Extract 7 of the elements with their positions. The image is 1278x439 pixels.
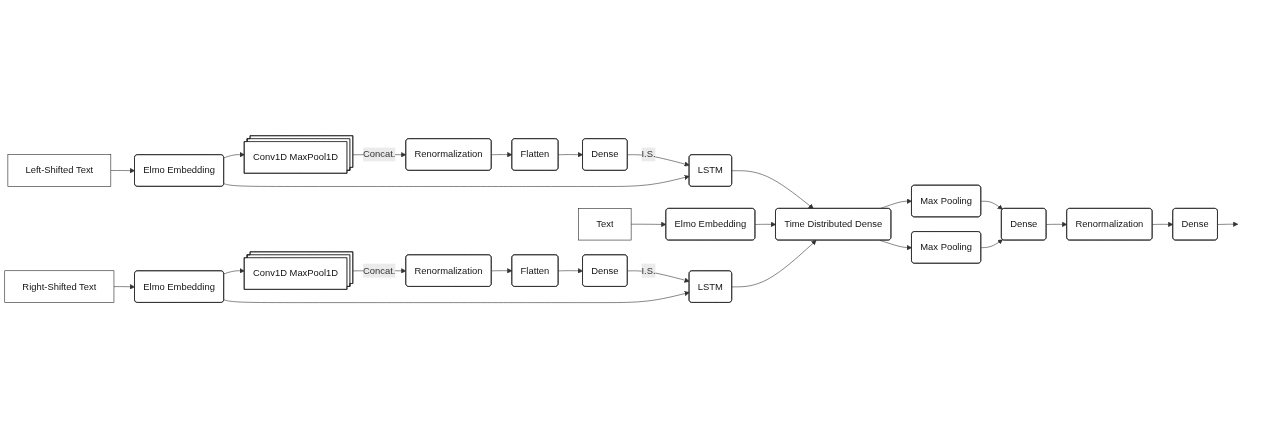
edge-label: I.S.	[641, 149, 656, 160]
node-box: Left-Shifted Text	[7, 154, 112, 187]
edge-label: Concat.	[363, 265, 396, 276]
node-box: Right-Shifted Text	[4, 270, 115, 304]
node-box: Text	[578, 208, 632, 241]
edge-label: I.S.	[641, 265, 656, 276]
edge-label: Concat.	[363, 149, 396, 160]
